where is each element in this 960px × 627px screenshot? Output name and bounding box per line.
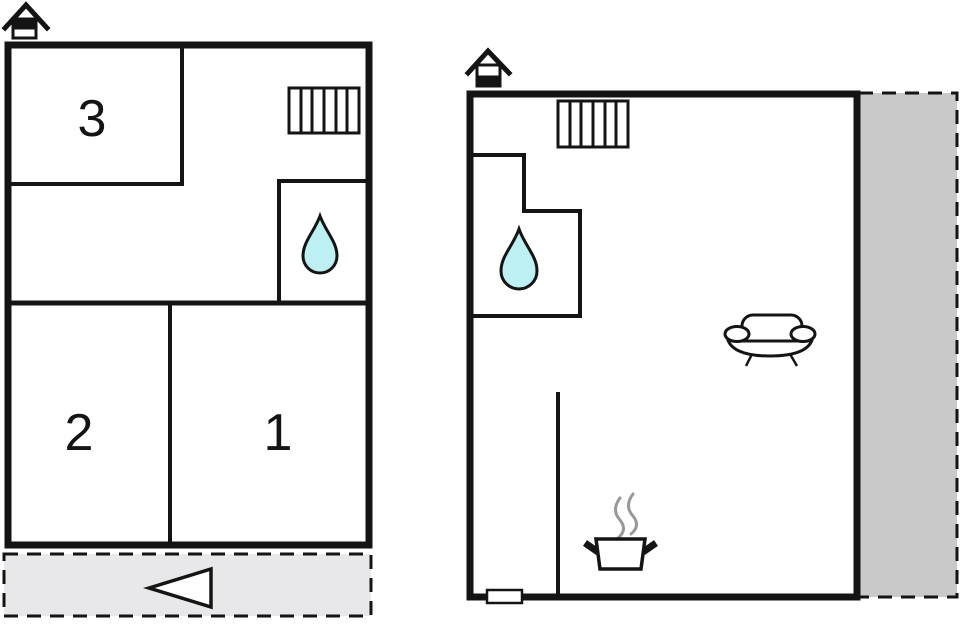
upper-floor-plan: 3 2 1 xyxy=(1,1,373,618)
direction-arrow-icon xyxy=(143,566,213,610)
house-ground-level-icon xyxy=(464,47,513,88)
sofa-icon xyxy=(723,313,817,367)
room-label-3: 3 xyxy=(78,90,107,148)
terrace-area xyxy=(857,91,959,599)
room-label-1: 1 xyxy=(264,404,293,462)
room-label-2: 2 xyxy=(65,404,94,462)
room3-wall xyxy=(8,45,184,186)
bathroom-wall xyxy=(277,179,369,303)
radiator-icon xyxy=(287,86,361,135)
radiator-icon xyxy=(556,99,630,149)
water-drop-icon xyxy=(499,224,539,291)
house-upper-level-icon xyxy=(1,1,51,40)
steam-line xyxy=(627,492,638,536)
cooking-pot-icon xyxy=(583,492,658,571)
ground-floor-plan xyxy=(464,47,959,605)
door-icon xyxy=(485,588,524,605)
bathroom-wall xyxy=(470,153,582,318)
steam-line xyxy=(614,496,625,540)
water-drop-icon xyxy=(301,211,339,275)
